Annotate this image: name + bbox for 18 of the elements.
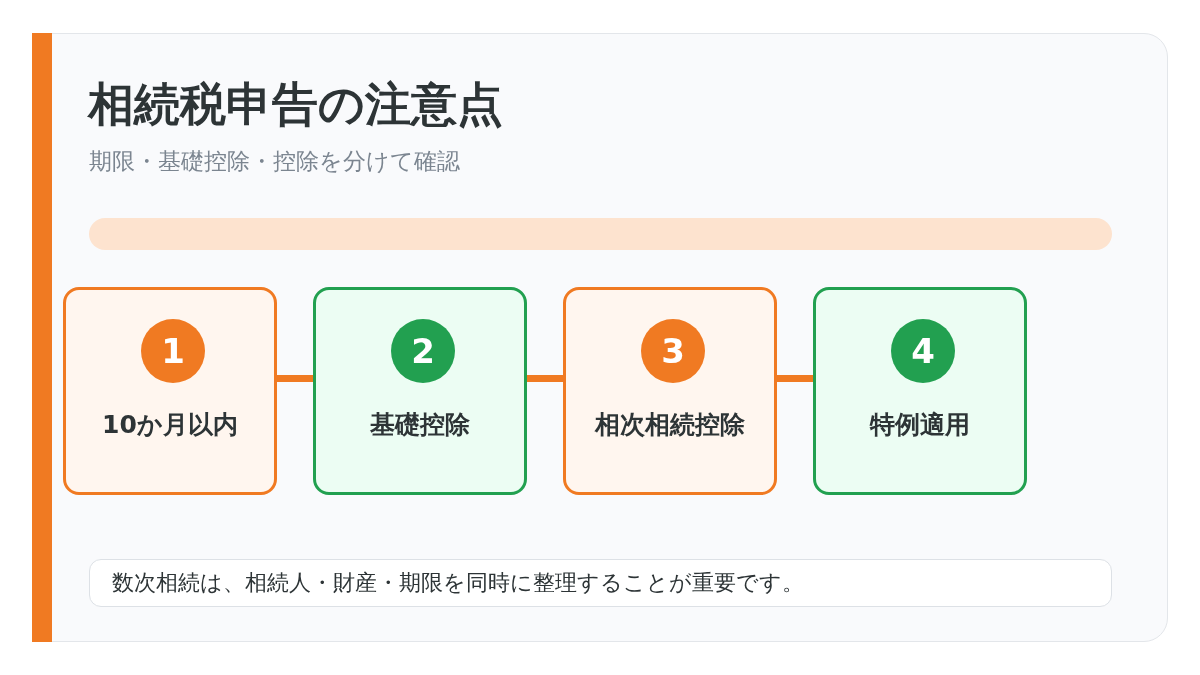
step-box xyxy=(313,287,527,495)
connector-line xyxy=(777,375,813,382)
step-label: 10か月以内 xyxy=(101,409,239,441)
title: 相続税申告の注意点 xyxy=(88,76,503,133)
number-badge: 1 xyxy=(141,319,205,383)
step-box xyxy=(563,287,777,495)
connector-line xyxy=(527,375,563,382)
connector-line xyxy=(277,375,313,382)
step-label: 基礎控除 xyxy=(369,409,471,441)
step-label: 特例適用 xyxy=(868,409,971,441)
step-label: 相次相続控除 xyxy=(593,409,746,441)
number-badge: 2 xyxy=(391,319,455,383)
number-badge: 4 xyxy=(891,319,955,383)
number-badge: 3 xyxy=(641,319,705,383)
step-box xyxy=(63,287,277,495)
note-box: 数次相続は、相続人・財産・期限を同時に整理することが重要です。 xyxy=(89,559,1112,607)
step-box xyxy=(813,287,1027,495)
subtitle: 期限・基礎控除・控除を分けて確認 xyxy=(89,147,460,176)
